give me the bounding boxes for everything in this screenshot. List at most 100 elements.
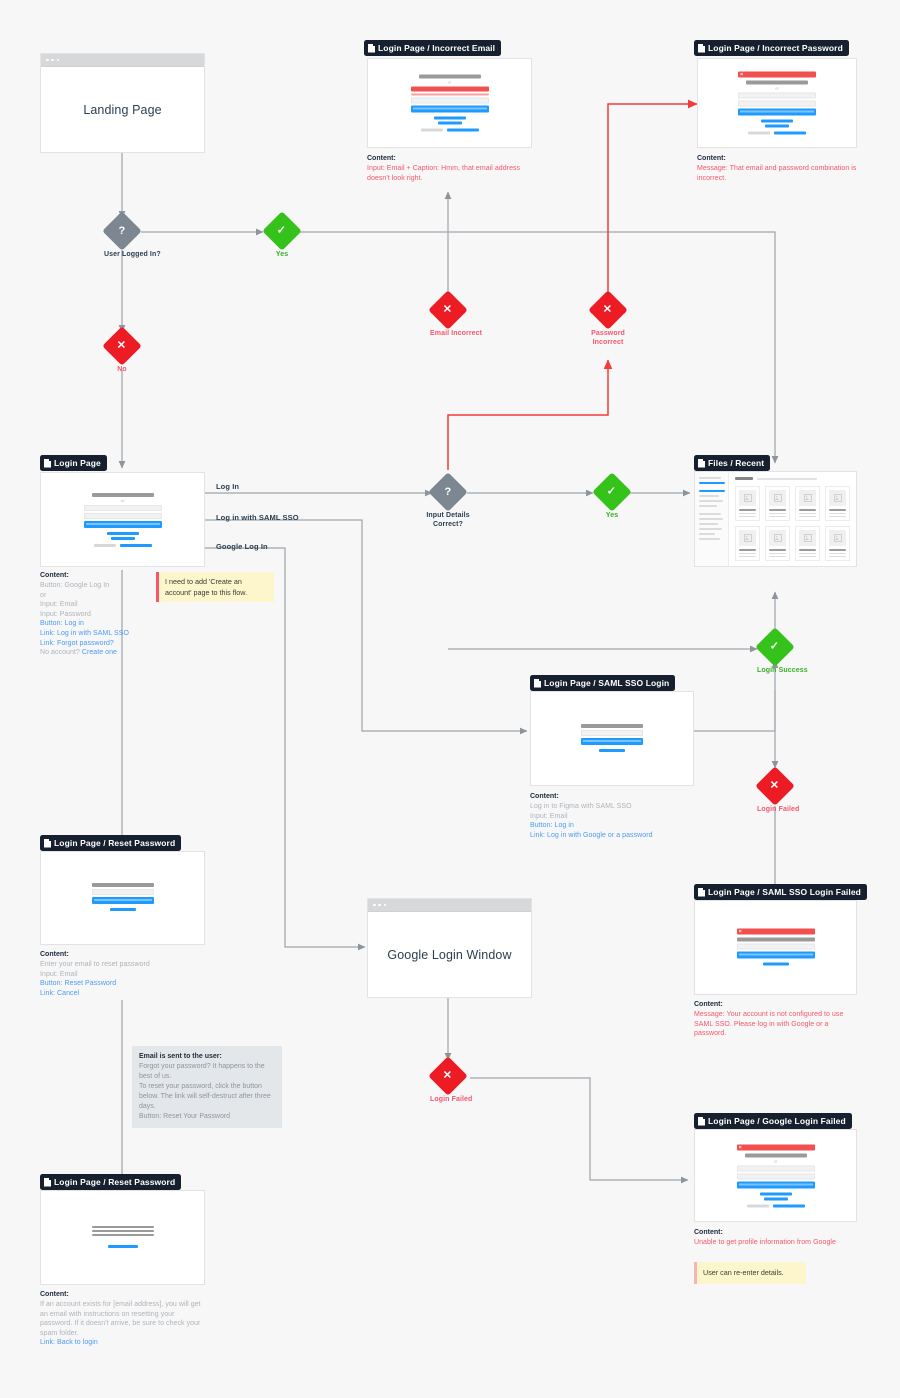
note-email-sent[interactable]: Email is sent to the user: Forgot your p…	[132, 1046, 282, 1128]
edge-label-log-in: Log In	[216, 482, 240, 491]
content-line: Link: Log in with SAML SSO	[40, 629, 129, 637]
document-icon	[698, 1116, 705, 1126]
file-card[interactable]	[765, 486, 790, 521]
frame-google-login-window[interactable]: Google Login Window	[367, 898, 532, 998]
content-heading: Content:	[694, 1001, 723, 1008]
cross-icon: ✕	[443, 1069, 453, 1082]
node-password-incorrect[interactable]: ✕ Password Incorrect	[588, 290, 628, 347]
content-line: Enter your email to reset password	[40, 961, 150, 968]
browser-chrome	[368, 899, 531, 912]
cross-icon: ✕	[443, 303, 453, 316]
content-line: Button: Log in	[40, 620, 84, 628]
frame-files-recent[interactable]	[694, 471, 857, 567]
content-line: Button: Reset Password	[40, 980, 117, 988]
content-line: No account? Create one	[40, 649, 117, 657]
node-details-yes[interactable]: ✓ Yes	[592, 472, 632, 520]
content-reset-password-2: Content: If an account exists for [email…	[40, 1290, 205, 1348]
no-diamond: ✕	[755, 766, 795, 806]
frame-label-saml-sso-login[interactable]: Login Page / SAML SSO Login	[530, 675, 676, 691]
node-logged-in-no[interactable]: ✕ No	[102, 326, 142, 374]
files-toolbar	[735, 477, 850, 480]
frame-incorrect-password[interactable]: ✕ or	[697, 58, 857, 148]
node-user-logged-in[interactable]: ? User Logged In?	[102, 211, 161, 259]
frame-reset-password-1[interactable]	[40, 851, 205, 945]
frame-label-text: Login Page / Reset Password	[54, 1177, 176, 1187]
document-icon	[44, 838, 51, 848]
content-line: Message: Your account is not configured …	[694, 1011, 844, 1038]
content-line: If an account exists for [email address]…	[40, 1301, 201, 1337]
check-icon: ✓	[277, 224, 287, 237]
sticky-note-create-account[interactable]: I need to add 'Create an account' page t…	[156, 572, 274, 602]
files-sidebar[interactable]	[695, 472, 729, 566]
node-caption: No	[117, 366, 127, 373]
content-line: Input: Email	[530, 812, 568, 820]
document-icon	[44, 1177, 51, 1187]
wireframe-incorrect-password: ✕ or	[738, 71, 816, 135]
wireframe-login-page: or	[83, 492, 162, 547]
document-icon	[534, 678, 541, 688]
node-caption: Password Incorrect	[591, 330, 625, 346]
content-login-page: Content: Button: Google Log In or Input:…	[40, 571, 205, 658]
content-line: Link: Cancel	[40, 989, 80, 997]
frame-label-files-recent[interactable]: Files / Recent	[694, 455, 771, 471]
document-icon	[698, 43, 705, 53]
file-card[interactable]	[825, 526, 850, 561]
cross-icon: ✕	[117, 339, 127, 352]
content-line: Button: Log in	[530, 822, 574, 830]
files-grid	[735, 486, 850, 561]
file-card[interactable]	[735, 486, 760, 521]
node-logged-in-yes[interactable]: ✓ Yes	[262, 211, 302, 259]
file-card[interactable]	[735, 526, 760, 561]
content-google-login-failed: Content: Unable to get profile informati…	[694, 1228, 864, 1248]
cross-icon: ✕	[770, 779, 780, 792]
frame-landing-page[interactable]: Landing Page	[40, 53, 205, 153]
node-login-success[interactable]: ✓ Login Success	[755, 627, 808, 675]
node-email-incorrect[interactable]: ✕ Email Incorrect	[428, 290, 482, 338]
frame-label-incorrect-email[interactable]: Login Page / Incorrect Email	[364, 40, 502, 56]
file-card[interactable]	[825, 486, 850, 521]
frame-incorrect-email[interactable]: or	[367, 58, 532, 148]
content-heading: Content:	[40, 1291, 69, 1298]
content-line: Button: Google Log In	[40, 582, 110, 589]
document-icon	[368, 43, 375, 53]
wireframe-google-login-failed: ✕ or	[736, 1144, 815, 1207]
frame-label-text: Login Page	[54, 458, 101, 468]
files-main	[729, 472, 856, 566]
frame-label-reset-password-2[interactable]: Login Page / Reset Password	[40, 1174, 182, 1190]
node-login-failed-google[interactable]: ✕ Login Failed	[428, 1056, 472, 1104]
create-one-link[interactable]: Create one	[81, 649, 117, 657]
frame-login-page[interactable]: or	[40, 472, 205, 567]
frame-google-login-failed[interactable]: ✕ or	[694, 1129, 857, 1222]
question-icon: ?	[444, 485, 452, 498]
content-heading: Content:	[367, 155, 396, 162]
node-login-failed-saml[interactable]: ✕ Login Failed	[755, 766, 799, 814]
frame-label-saml-sso-failed[interactable]: Login Page / SAML SSO Login Failed	[694, 884, 867, 900]
no-diamond: ✕	[102, 326, 142, 366]
frame-label-login-page[interactable]: Login Page	[40, 455, 107, 471]
file-card[interactable]	[765, 526, 790, 561]
content-heading: Content:	[40, 572, 69, 579]
file-card[interactable]	[795, 526, 820, 561]
note-line: To reset your password, click the button…	[139, 1083, 271, 1110]
frame-label-text: Login Page / Google Login Failed	[708, 1116, 846, 1126]
frame-label-reset-password-1[interactable]: Login Page / Reset Password	[40, 835, 182, 851]
frame-saml-sso-failed[interactable]: ✕	[694, 900, 857, 995]
document-icon	[698, 458, 705, 468]
content-line: Input: Password	[40, 610, 91, 618]
frame-label-incorrect-password[interactable]: Login Page / Incorrect Password	[694, 40, 849, 56]
file-card[interactable]	[795, 486, 820, 521]
frame-saml-sso-login[interactable]	[530, 691, 694, 786]
note-line: Button: Reset Your Password	[139, 1113, 231, 1120]
sticky-note-re-enter[interactable]: User can re-enter details.	[694, 1262, 806, 1284]
frame-reset-password-2[interactable]	[40, 1190, 205, 1285]
frame-label-google-login-failed[interactable]: Login Page / Google Login Failed	[694, 1113, 852, 1129]
no-diamond: ✕	[428, 290, 468, 330]
check-icon: ✓	[770, 640, 780, 653]
document-icon	[698, 887, 705, 897]
node-input-details-correct[interactable]: ? Input Details Correct?	[426, 472, 470, 529]
frame-label-text: Login Page / SAML SSO Login Failed	[708, 887, 861, 897]
node-caption: Yes	[275, 251, 289, 258]
google-login-window-title: Google Login Window	[387, 947, 512, 962]
image-placeholder-icon	[769, 490, 786, 506]
content-line: Link: Forgot password?	[40, 639, 114, 647]
